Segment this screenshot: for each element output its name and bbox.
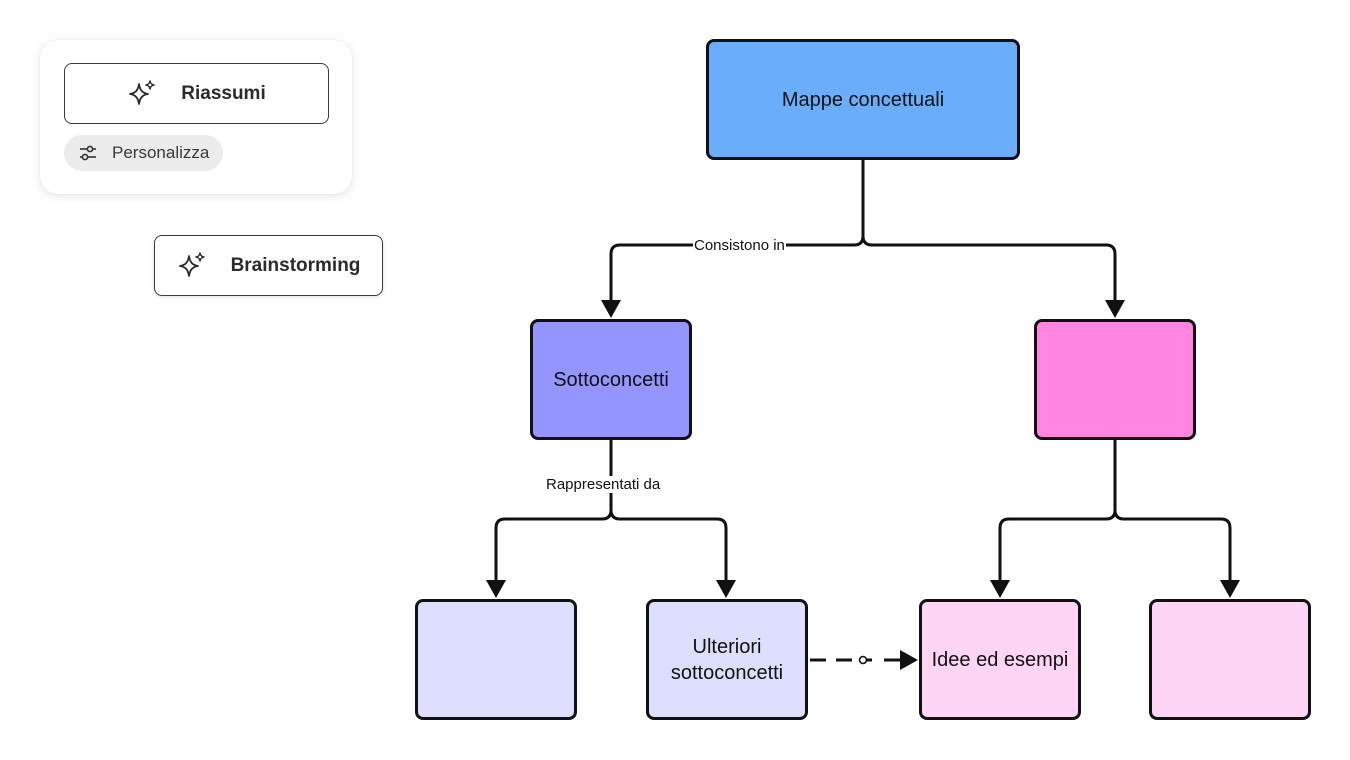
arrowhead	[486, 580, 506, 598]
node-root-label: Mappe concettuali	[781, 88, 945, 111]
sparkle-icon	[129, 79, 155, 105]
arrowhead	[1105, 300, 1125, 318]
arrowhead	[601, 300, 621, 318]
arrowhead	[900, 650, 918, 670]
edge-label-represented[interactable]: Rappresentati da	[545, 476, 662, 493]
connector-root-left[interactable]	[609, 160, 865, 302]
connector-pink-right[interactable]	[1113, 509, 1232, 582]
connector-sub-left[interactable]	[494, 440, 613, 582]
arrowhead	[716, 580, 736, 598]
node-subconcepts[interactable]: Sottoconcetti	[530, 319, 692, 440]
node-further-subconcepts[interactable]: Ulteriori sottoconcetti	[646, 599, 808, 720]
summarize-label: Riassumi	[181, 82, 266, 104]
customize-label: Personalizza	[112, 143, 210, 162]
ai-tools-panel: Riassumi Personalizza	[40, 40, 352, 194]
sparkle-icon	[178, 251, 205, 277]
customize-button[interactable]: Personalizza	[64, 135, 224, 171]
edge-label-consist[interactable]: Consistono in	[693, 237, 786, 254]
arrowhead	[1220, 580, 1240, 598]
node-further-subconcepts-label: Ulteriori sottoconcetti	[670, 635, 784, 684]
connector-further-ideas[interactable]	[810, 650, 918, 670]
brainstorm-button[interactable]: Brainstorming	[154, 235, 383, 296]
connector-pink-left[interactable]	[998, 440, 1117, 582]
brainstorm-label: Brainstorming	[230, 254, 361, 276]
node-ideas-examples-label: Idee ed esempi	[931, 648, 1069, 671]
node-subconcepts-label: Sottoconcetti	[553, 368, 669, 391]
connector-sub-right[interactable]	[609, 509, 728, 582]
node-leaf-1[interactable]	[415, 599, 577, 720]
node-ideas-examples[interactable]: Idee ed esempi	[919, 599, 1081, 720]
connector-root-right[interactable]	[861, 235, 1117, 302]
node-root[interactable]: Mappe concettuali	[706, 39, 1020, 160]
node-leaf-4[interactable]	[1149, 599, 1311, 720]
sliders-icon	[80, 145, 96, 161]
summarize-button[interactable]: Riassumi	[64, 63, 329, 124]
node-pink[interactable]	[1034, 319, 1196, 440]
arrowhead	[990, 580, 1010, 598]
